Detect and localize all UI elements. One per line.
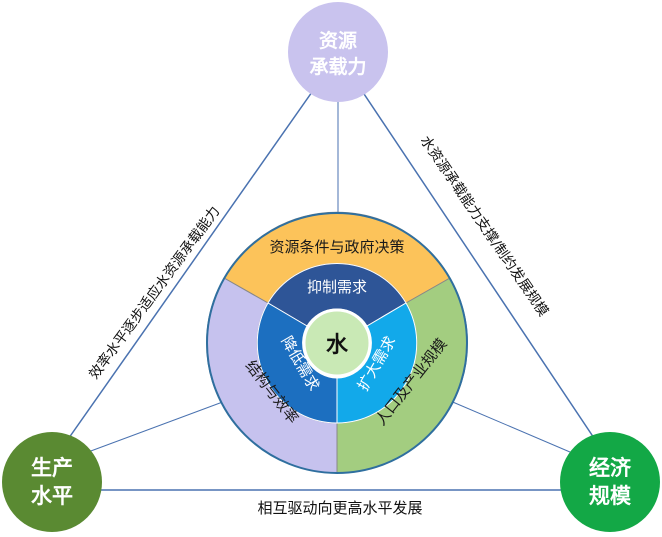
node-left-circle <box>2 432 102 532</box>
node-left-line2: 水平 <box>31 484 73 508</box>
triangle-lines <box>51 54 611 491</box>
node-top-circle <box>288 2 388 102</box>
node-right-circle <box>560 432 660 532</box>
inner-segment-left <box>256 302 338 424</box>
node-right-line2: 规模 <box>589 484 632 508</box>
inner-ring <box>256 263 418 424</box>
node-left-line1: 生产 <box>31 456 73 480</box>
spoke-left <box>79 399 229 456</box>
inner-label-top: 抑制需求 <box>307 278 367 296</box>
edge-line-left <box>51 54 339 463</box>
edge-line-right <box>337 54 611 463</box>
center-circle <box>302 308 372 378</box>
node-top-line1: 资源 <box>319 29 357 52</box>
node-economic-scale: 经济 规模 <box>560 432 660 532</box>
spoke-right <box>447 399 585 459</box>
node-right-line1: 经济 <box>589 456 632 480</box>
outer-ring-border <box>206 212 468 474</box>
node-top-line2: 承载力 <box>309 55 366 78</box>
edge-label-left: 效率水平逐步适应水资源承载能力 <box>86 204 223 383</box>
node-resource-capacity: 资源 承载力 <box>288 2 388 102</box>
outer-label-top: 资源条件与政府决策 <box>269 238 404 256</box>
center-label: 水 <box>326 333 349 358</box>
node-production-level: 生产 水平 <box>2 432 102 532</box>
edge-label-bottom: 相互驱动向更高水平发展 <box>257 499 422 517</box>
